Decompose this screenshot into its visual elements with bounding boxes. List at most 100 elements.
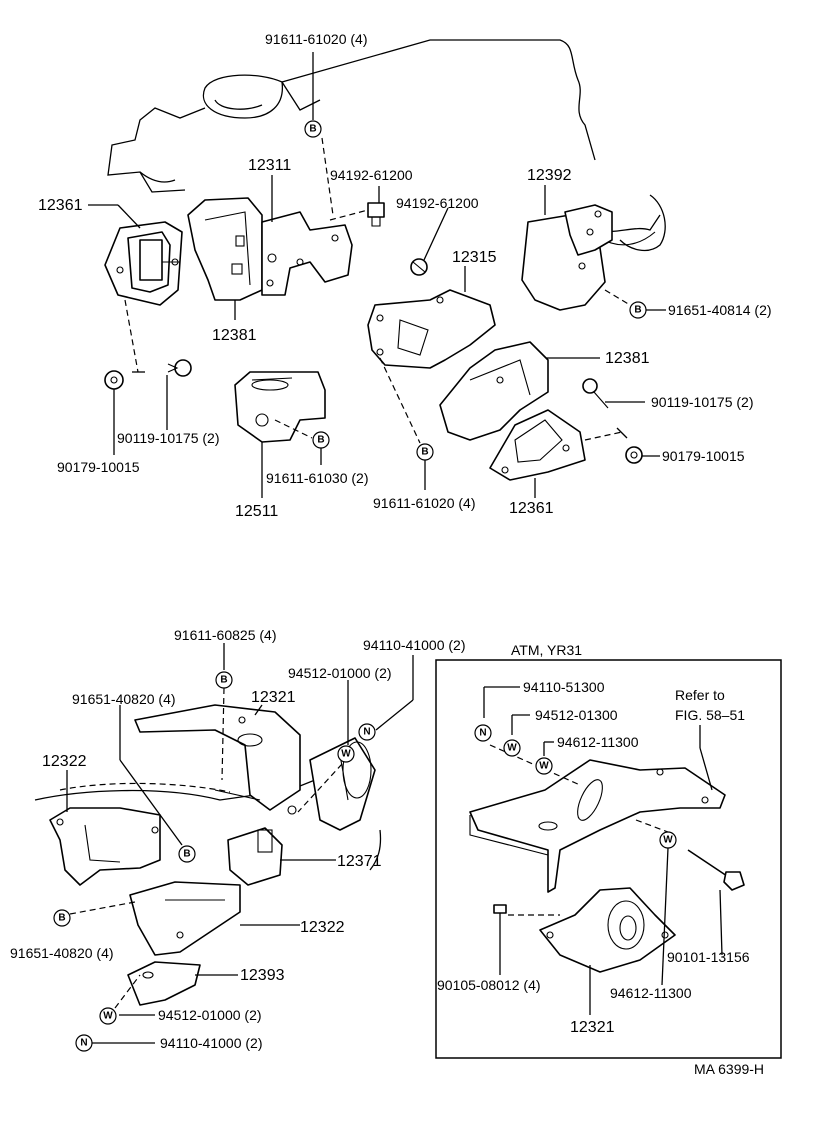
- label-90119-10175-right: 90119-10175 (2): [651, 394, 753, 410]
- bolt-symbol-b: B: [178, 845, 196, 863]
- inset-box: [435, 659, 782, 1059]
- label-91611-61020-top: 91611-61020 (4): [265, 31, 367, 47]
- part-12315: [367, 289, 496, 369]
- part-12361-right: [489, 409, 586, 481]
- part-labels: 91611-61020 (4) 12311 94192-61200 94192-…: [10, 31, 772, 1051]
- label-91651-40814: 91651-40814 (2): [668, 302, 772, 318]
- crossmember: [34, 769, 382, 871]
- nut-90179-10015-left: [104, 370, 124, 390]
- label-12361-right: 12361: [509, 500, 554, 517]
- svg-text:N: N: [479, 728, 486, 739]
- label-12511: 12511: [235, 503, 278, 520]
- svg-text:W: W: [539, 761, 549, 772]
- bolt-symbol-b: B: [304, 120, 322, 138]
- washer-symbol-w: W: [659, 831, 677, 849]
- label-12311: 12311: [248, 157, 291, 174]
- diagram-id: MA 6399-H: [694, 1061, 764, 1077]
- refer-to-line1: Refer to: [675, 687, 725, 703]
- nut-symbol-n: N: [75, 1034, 93, 1052]
- svg-text:B: B: [183, 849, 190, 860]
- svg-text:B: B: [317, 435, 324, 446]
- transmission-tube: [309, 737, 376, 831]
- bolt-symbol-b: B: [416, 443, 434, 461]
- label-94192-61200-b: 94192-61200: [396, 195, 479, 211]
- svg-text:W: W: [507, 743, 517, 754]
- label-90119-10175-left: 90119-10175 (2): [117, 430, 219, 446]
- svg-text:B: B: [220, 675, 227, 686]
- bolt-90119-10175-left: [167, 359, 192, 377]
- label-12321-inset: 12321: [570, 1019, 615, 1036]
- label-12371: 12371: [337, 853, 382, 870]
- svg-text:W: W: [663, 835, 673, 846]
- part-12381-left: [187, 197, 263, 301]
- label-12361-left: 12361: [38, 197, 83, 214]
- label-12381-right: 12381: [605, 350, 650, 367]
- washer-symbol-w: W: [337, 745, 355, 763]
- washer-symbol-w: W: [503, 739, 521, 757]
- part-12322-top: [49, 807, 161, 886]
- label-91651-40820-top: 91651-40820 (4): [72, 691, 176, 707]
- svg-text:B: B: [421, 447, 428, 458]
- label-94110-41000-top: 94110-41000 (2): [363, 637, 465, 653]
- bolt-90101-13156: [687, 849, 745, 891]
- label-12392: 12392: [527, 167, 572, 184]
- label-91611-61030: 91611-61030 (2): [266, 470, 368, 486]
- mount-insulator-inset: [539, 887, 676, 973]
- label-94192-61200-a: 94192-61200: [330, 167, 413, 183]
- bolt-symbol-b: B: [53, 909, 71, 927]
- label-12322-bottom: 12322: [300, 919, 345, 936]
- svg-text:N: N: [363, 727, 370, 738]
- label-12322-top: 12322: [42, 753, 87, 770]
- label-94110-51300: 94110-51300: [523, 679, 605, 695]
- bolt-90119-10175-right: [582, 378, 609, 409]
- bolt-symbol-b: B: [629, 301, 647, 319]
- label-94512-01000-bottom: 94512-01000 (2): [158, 1007, 262, 1023]
- part-12393: [127, 961, 201, 1006]
- label-94612-11300-bottom: 94612-11300: [610, 985, 692, 1001]
- refer-to-line2: FIG. 58–51: [675, 707, 745, 723]
- bolt-94192-61200-b: [410, 258, 428, 276]
- inset-leader-lines: [483, 686, 723, 1015]
- label-91611-60825: 91611-60825 (4): [174, 627, 276, 643]
- label-90101-13156: 90101-13156: [667, 949, 750, 965]
- nut-symbol-n: N: [358, 723, 376, 741]
- label-90105-08012: 90105-08012 (4): [437, 977, 541, 993]
- svg-text:N: N: [80, 1038, 87, 1049]
- label-90179-10015-right: 90179-10015: [662, 448, 745, 464]
- inset-title: ATM, YR31: [511, 642, 582, 658]
- bottom-left-leader-lines: [66, 643, 414, 1044]
- svg-text:W: W: [103, 1011, 113, 1022]
- label-94612-11300-top: 94612-11300: [557, 734, 639, 750]
- label-94512-01300: 94512-01300: [535, 707, 618, 723]
- label-12315: 12315: [452, 249, 497, 266]
- part-12511: [234, 371, 326, 443]
- part-12361-left: [104, 221, 183, 306]
- bolt-symbol-b: B: [312, 431, 330, 449]
- svg-text:B: B: [309, 124, 316, 135]
- label-94512-01000-top: 94512-01000 (2): [288, 665, 392, 681]
- bolt-90105-08012: [493, 904, 507, 935]
- label-91611-61020-mid: 91611-61020 (4): [373, 495, 475, 511]
- bolt-symbol-b: B: [215, 671, 233, 689]
- label-12381-left: 12381: [212, 327, 257, 344]
- washer-symbol-w: W: [535, 757, 553, 775]
- nut-90179-10015-right: [625, 446, 643, 464]
- svg-text:B: B: [58, 913, 65, 924]
- part-12371: [227, 827, 283, 886]
- label-90179-10015-left: 90179-10015: [57, 459, 140, 475]
- label-94110-41000-bottom: 94110-41000 (2): [160, 1035, 262, 1051]
- part-12322-bottom: [129, 881, 241, 956]
- washer-symbol-w: W: [99, 1007, 117, 1025]
- part-12321-left: [134, 704, 301, 815]
- label-91651-40820-bottom: 91651-40820 (4): [10, 945, 114, 961]
- nut-symbol-n: N: [474, 724, 492, 742]
- part-12311: [261, 211, 353, 296]
- label-12393: 12393: [240, 967, 285, 984]
- bolt-94192-61200-a: [367, 202, 385, 227]
- svg-text:B: B: [634, 305, 641, 316]
- svg-text:W: W: [341, 749, 351, 760]
- engine-outline: [107, 39, 666, 252]
- label-12321-main: 12321: [251, 689, 296, 706]
- part-12321-inset: [469, 759, 726, 893]
